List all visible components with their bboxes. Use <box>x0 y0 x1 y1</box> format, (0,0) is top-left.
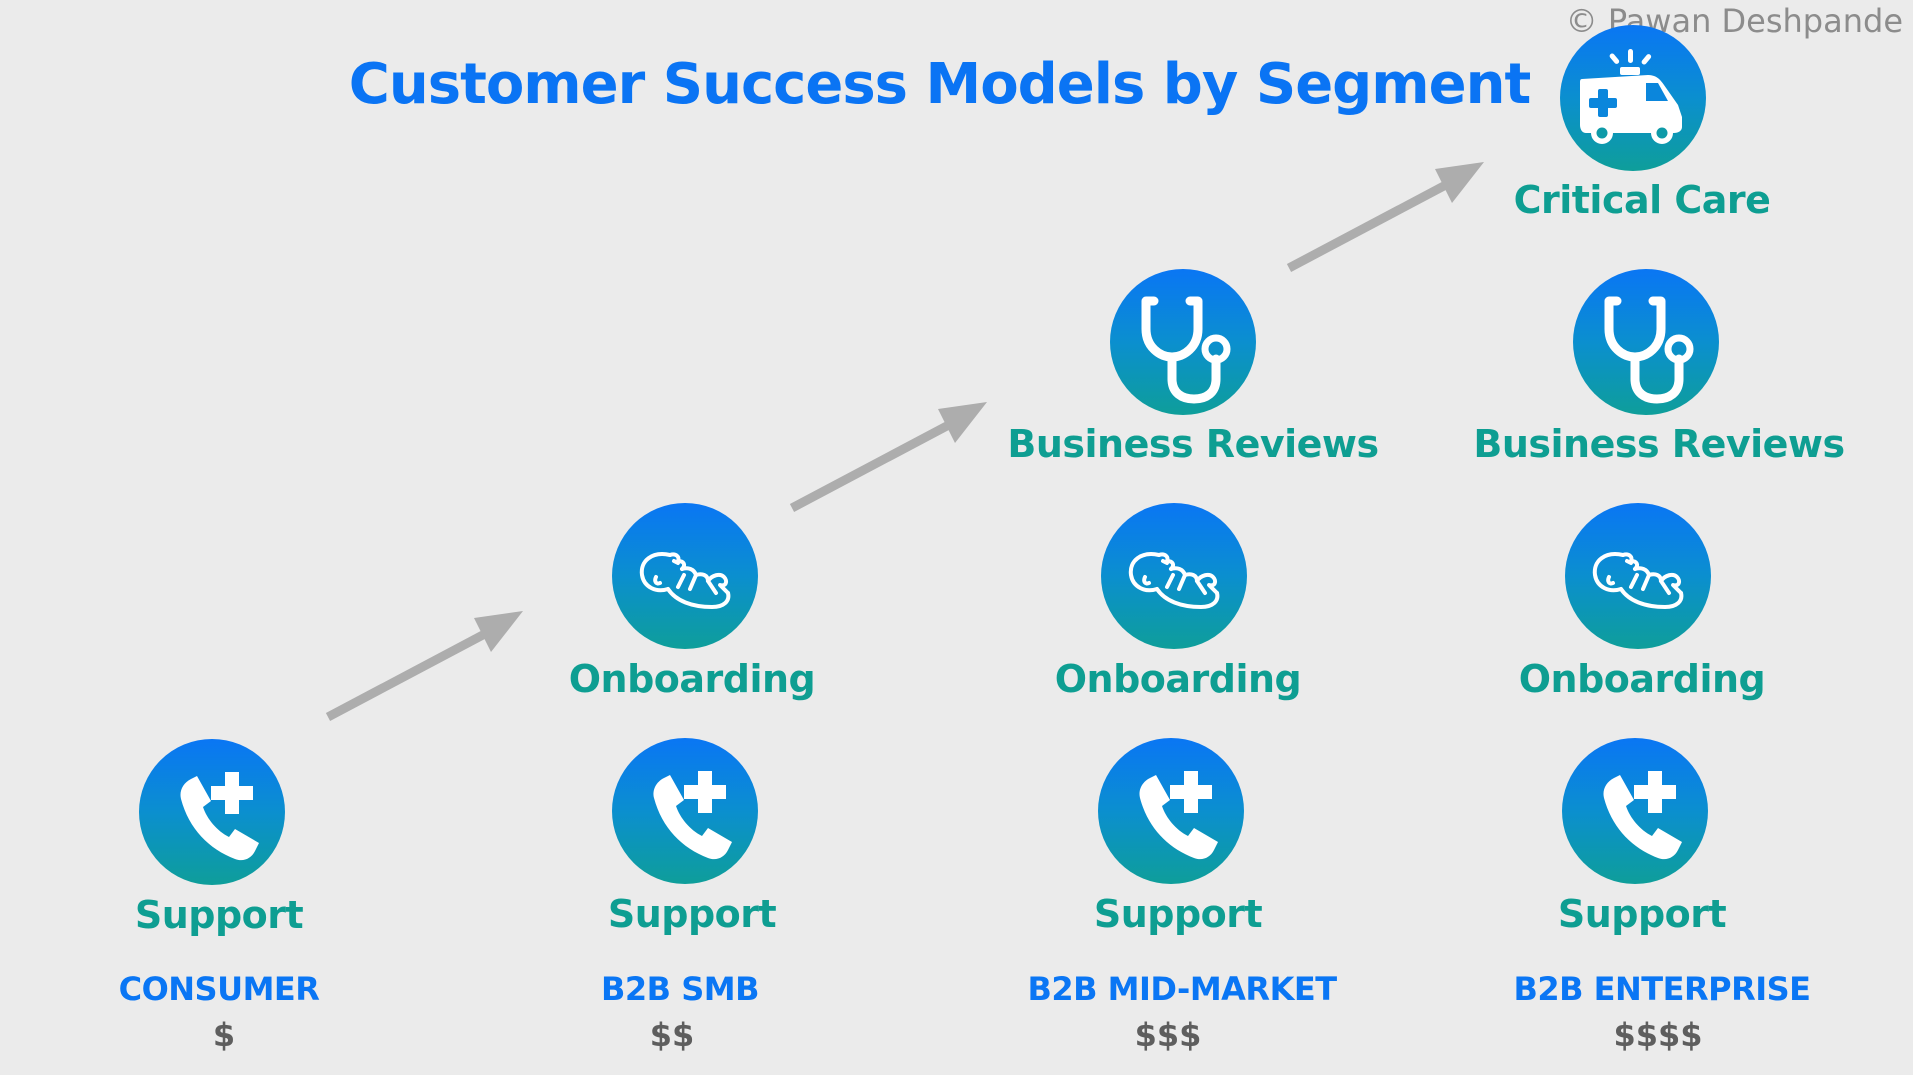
segment-label-consumer: CONSUMER <box>118 970 320 1008</box>
business-reviews-label: Business Reviews <box>1473 422 1845 466</box>
critical-care-node-enterprise <box>1560 25 1706 171</box>
business-reviews-label: Business Reviews <box>1007 422 1379 466</box>
support-label: Support <box>1093 892 1263 936</box>
onboarding-node-midmarket <box>1101 503 1247 649</box>
baby-icon <box>612 503 758 649</box>
onboarding-label: Onboarding <box>1518 657 1766 701</box>
business-reviews-node-midmarket <box>1110 269 1256 415</box>
arrow-smb-to-midmarket <box>789 402 987 512</box>
phone-plus-icon <box>1562 738 1708 884</box>
support-node-midmarket <box>1098 738 1244 884</box>
stethoscope-icon <box>1573 269 1719 415</box>
price-label-smb: $$ <box>649 1016 695 1054</box>
onboarding-label: Onboarding <box>1054 657 1302 701</box>
price-label-consumer: $ <box>212 1016 236 1054</box>
onboarding-node-smb <box>612 503 758 649</box>
segment-label-enterprise: B2B ENTERPRISE <box>1513 970 1811 1008</box>
baby-icon <box>1565 503 1711 649</box>
support-label: Support <box>607 892 777 936</box>
support-label: Support <box>134 893 304 937</box>
price-label-enterprise: $$$$ <box>1613 1016 1703 1054</box>
business-reviews-node-enterprise <box>1573 269 1719 415</box>
arrow-consumer-to-smb <box>325 611 523 721</box>
onboarding-label: Onboarding <box>568 657 816 701</box>
phone-plus-icon <box>612 738 758 884</box>
support-node-enterprise <box>1562 738 1708 884</box>
phone-plus-icon <box>139 739 285 885</box>
ambulance-icon <box>1560 25 1706 171</box>
baby-icon <box>1101 503 1247 649</box>
support-node-consumer <box>139 739 285 885</box>
support-node-smb <box>612 738 758 884</box>
segment-label-smb: B2B SMB <box>601 970 759 1008</box>
segment-label-midmarket: B2B MID-MARKET <box>1027 970 1337 1008</box>
support-label: Support <box>1557 892 1727 936</box>
arrow-midmarket-to-enterprise <box>1286 162 1484 272</box>
price-label-midmarket: $$$ <box>1134 1016 1202 1054</box>
critical-care-label: Critical Care <box>1513 178 1771 222</box>
diagram-title: Customer Success Models by Segment <box>348 52 1531 117</box>
onboarding-node-enterprise <box>1565 503 1711 649</box>
phone-plus-icon <box>1098 738 1244 884</box>
stethoscope-icon <box>1110 269 1256 415</box>
